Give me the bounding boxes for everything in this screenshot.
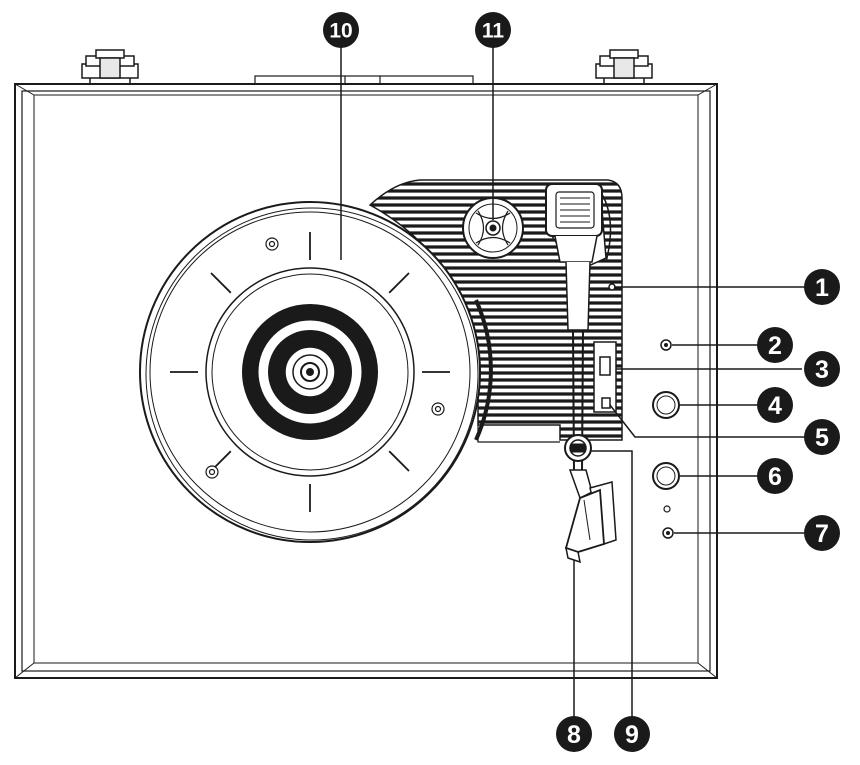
record-label-mat — [242, 304, 378, 440]
callout-circle — [614, 716, 650, 752]
callout-badges: 1 2 3 4 5 6 7 8 9 10 11 — [323, 12, 840, 752]
callout-10: 10 — [323, 12, 359, 48]
callout-1: 1 — [804, 269, 840, 305]
callout-circle — [757, 387, 793, 423]
callout-circle — [804, 419, 840, 455]
right-hinge — [595, 49, 653, 84]
callout-circle — [804, 351, 840, 387]
callout-4: 4 — [757, 387, 793, 423]
callout-circle — [757, 327, 793, 363]
function-indicator — [663, 505, 671, 513]
spindle — [306, 368, 314, 376]
deck-controls — [593, 283, 617, 413]
rear-panel-strip — [254, 75, 474, 85]
callout-number: 5 — [815, 424, 829, 452]
callout-2: 2 — [757, 327, 793, 363]
callout-circle — [556, 716, 592, 752]
callout-number: 3 — [815, 356, 829, 384]
callout-number: 8 — [567, 721, 581, 749]
callout-11: 11 — [475, 12, 511, 48]
callout-circle — [323, 12, 359, 48]
callout-number: 6 — [768, 463, 782, 491]
left-hinge — [81, 49, 139, 84]
callout-7: 7 — [804, 515, 840, 551]
callout-number: 4 — [768, 392, 782, 420]
callout-number: 1 — [815, 274, 829, 302]
callout-3: 3 — [804, 351, 840, 387]
side-panel-controls — [652, 339, 680, 539]
callout-number: 9 — [625, 721, 639, 749]
callout-6: 6 — [757, 458, 793, 494]
speed-switch[interactable] — [599, 356, 611, 376]
callout-number: 10 — [329, 20, 352, 43]
callout-number: 2 — [768, 332, 782, 360]
tonearm-assembly — [545, 183, 617, 564]
callout-number: 7 — [815, 520, 829, 548]
callout-circle — [804, 269, 840, 305]
callout-circle — [804, 515, 840, 551]
callout-circle — [475, 12, 511, 48]
autostop-switch[interactable] — [601, 397, 611, 409]
cabinet — [14, 83, 718, 679]
callout-8: 8 — [556, 716, 592, 752]
callout-9: 9 — [614, 716, 650, 752]
callout-circle — [757, 458, 793, 494]
leader-lines — [340, 45, 805, 720]
callout-number: 11 — [482, 20, 505, 43]
platter-screws — [205, 237, 445, 479]
callout-5: 5 — [804, 419, 840, 455]
